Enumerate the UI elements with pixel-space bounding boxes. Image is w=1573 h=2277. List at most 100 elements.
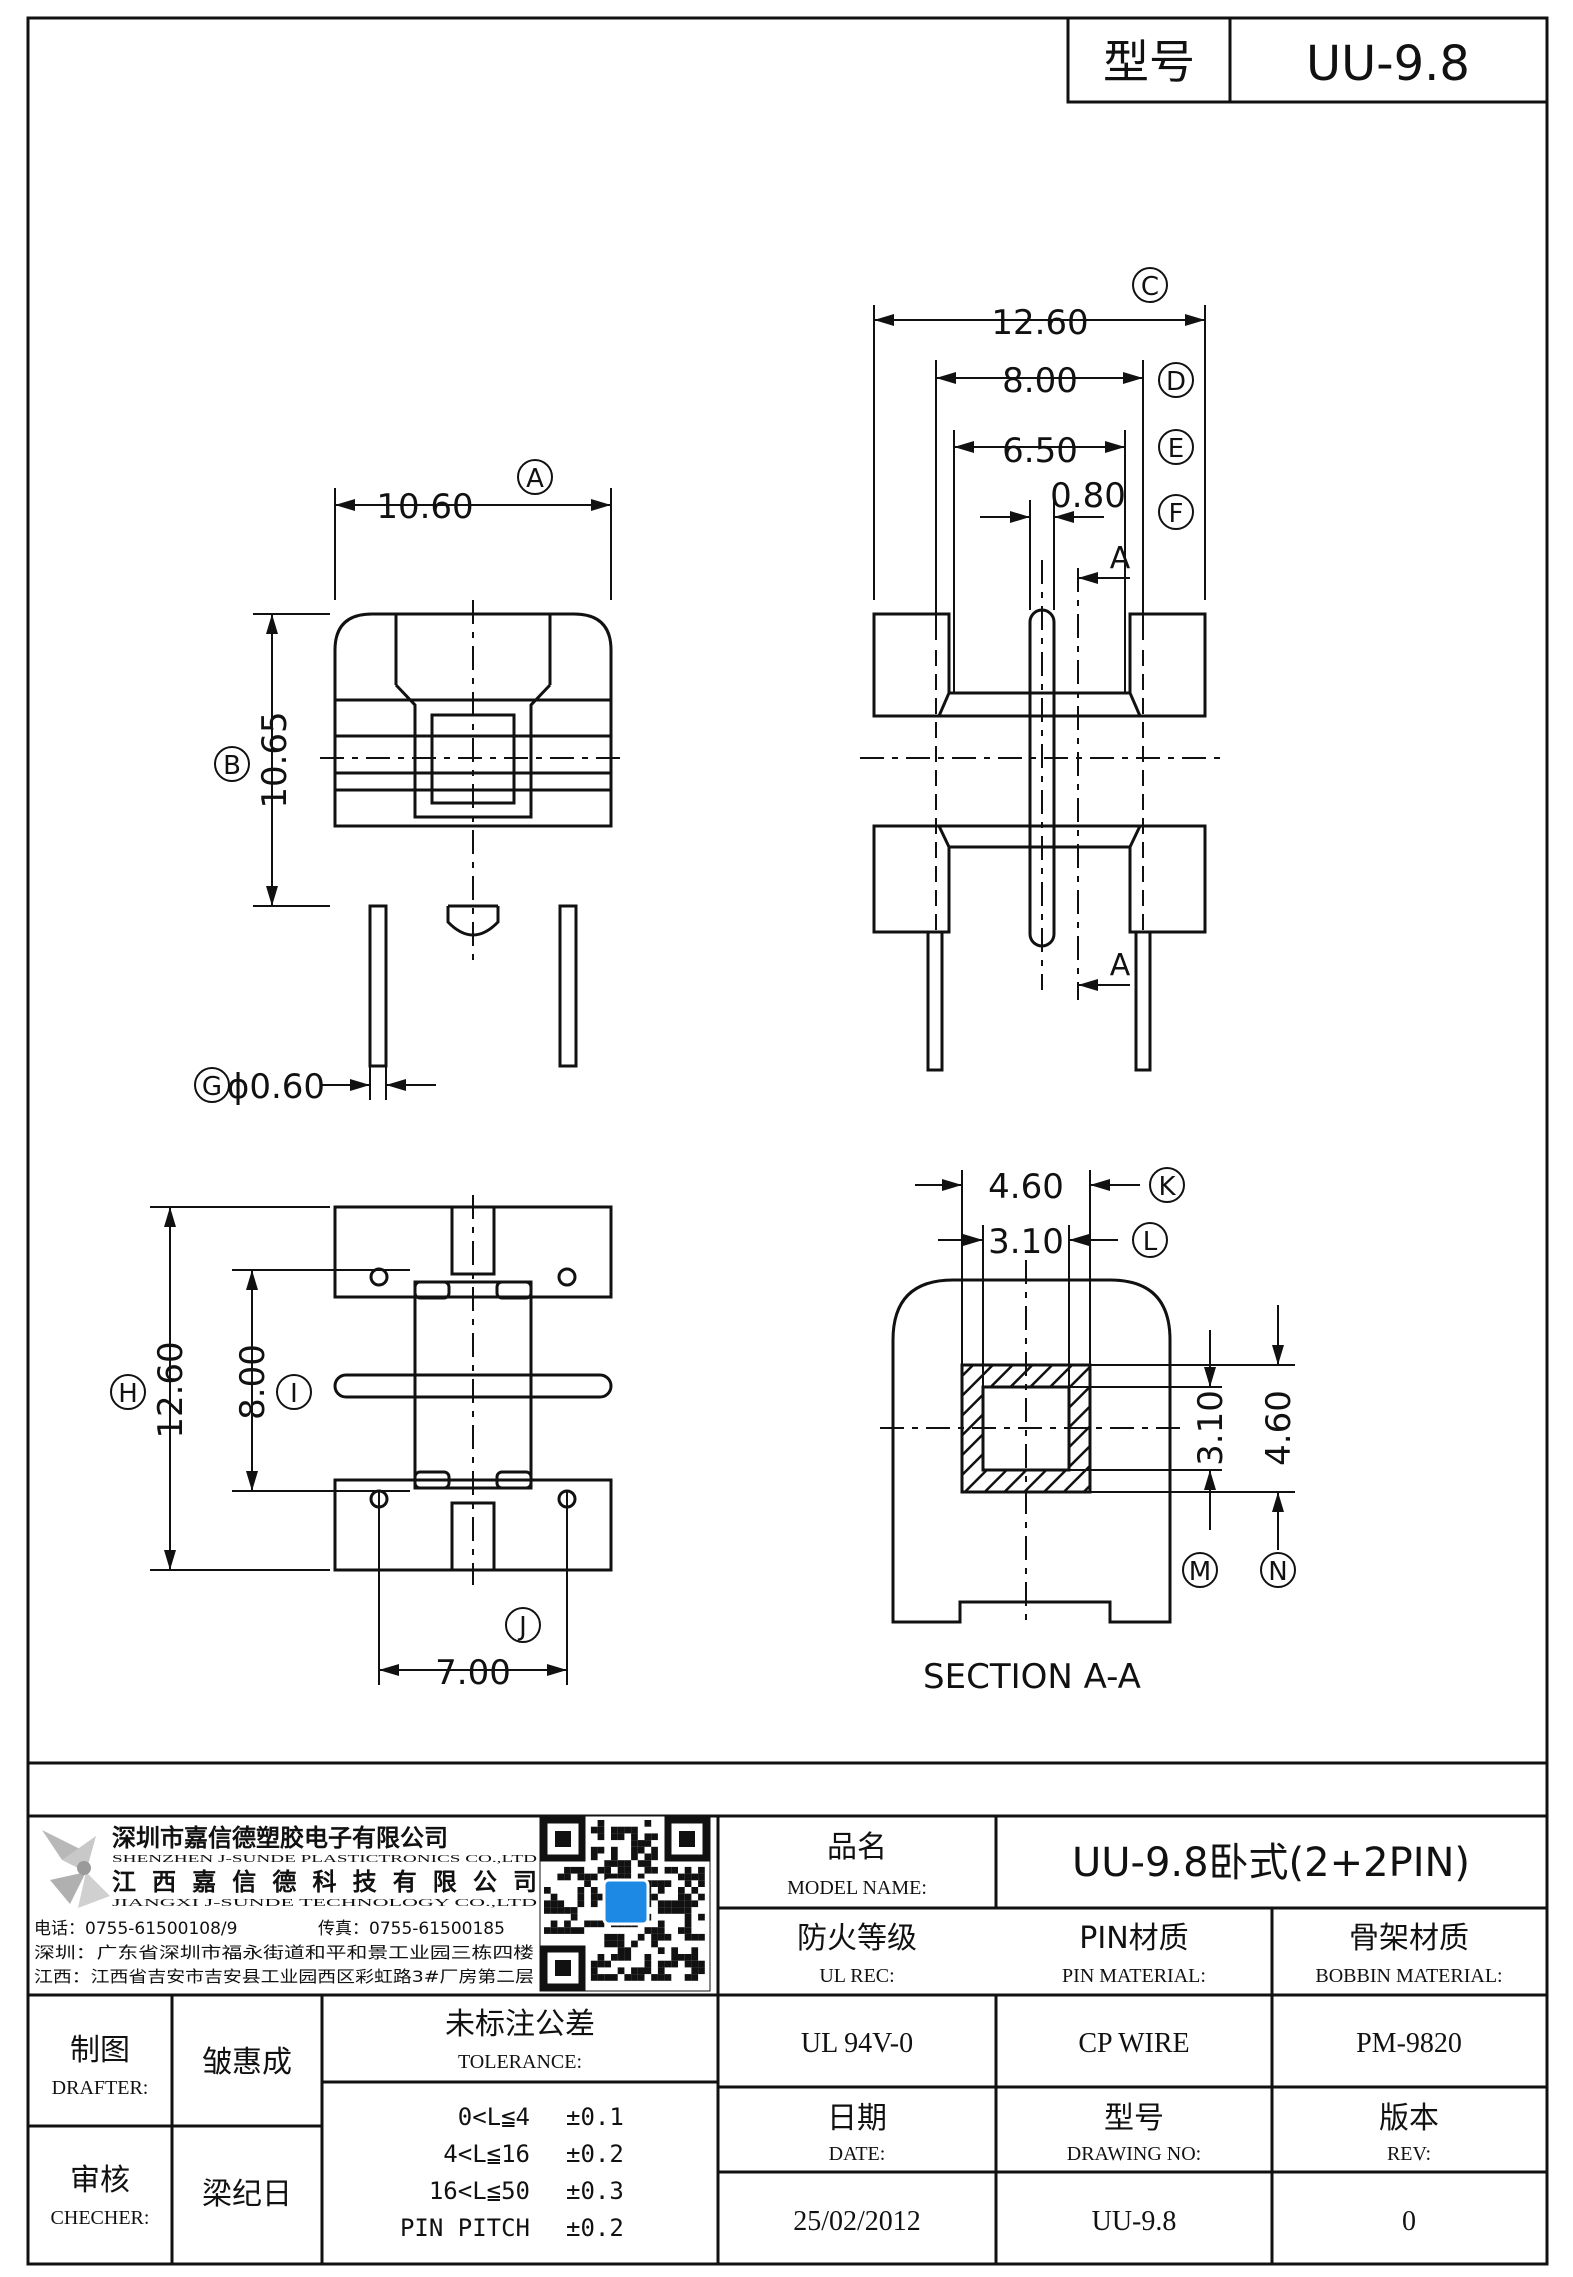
- qr-module: [671, 1900, 678, 1908]
- qr-module: [597, 1974, 605, 1981]
- qr-module: [691, 1873, 699, 1881]
- marker-e: E: [1158, 429, 1194, 465]
- side-view-right-flange-top: [1128, 612, 1207, 718]
- qr-module: [684, 1954, 692, 1961]
- qr-center-logo: [602, 1878, 650, 1926]
- qr-module: [651, 1974, 658, 1981]
- qr-module: [570, 1913, 578, 1921]
- marker-j: J: [505, 1607, 541, 1643]
- tolerance-value: ±0.3: [566, 2177, 624, 2205]
- company-name-jx-cn: 江西嘉信德科技有限公司: [112, 1868, 537, 1896]
- qr-module: [624, 1873, 632, 1881]
- qr-module: [617, 1833, 625, 1841]
- qr-module: [671, 1866, 678, 1874]
- dim-h-value: 12.60: [151, 1341, 191, 1438]
- qr-module: [664, 1960, 672, 1968]
- qr-module: [678, 1927, 685, 1934]
- ul-value: UL 94V-0: [801, 2028, 913, 2059]
- qr-module: [564, 1907, 571, 1914]
- qr-module: [651, 1880, 658, 1887]
- qr-module: [657, 1927, 665, 1934]
- qr-module: [597, 1820, 605, 1827]
- qr-module: [564, 1920, 571, 1928]
- header-model-box: 型号 UU-9.8: [1066, 16, 1549, 104]
- qr-module: [550, 1907, 558, 1914]
- dim-d-value: 8.00: [1002, 361, 1078, 401]
- qr-module: [651, 1866, 658, 1874]
- qr-module: [644, 1866, 652, 1874]
- sheet-border: [26, 16, 1549, 2266]
- qr-module: [678, 1900, 685, 1908]
- qr-module: [691, 1933, 699, 1941]
- qr-module: [678, 1954, 685, 1961]
- section-cut-label-bottom: A: [1110, 948, 1131, 983]
- bottom-view-dimensions: [150, 1206, 567, 1676]
- qr-module: [698, 1933, 705, 1941]
- qr-module: [637, 1967, 645, 1975]
- qr-module: [698, 1893, 705, 1901]
- dim-c-value: 12.60: [991, 303, 1088, 343]
- drafter-en: DRAFTER:: [52, 2077, 149, 2099]
- qr-module: [684, 1873, 692, 1881]
- qr-module: [651, 1927, 658, 1934]
- qr-module: [698, 1960, 705, 1968]
- bottom-view: [333, 1195, 613, 1685]
- qr-module: [590, 1846, 598, 1854]
- side-view-left-flange-bottom: [872, 824, 951, 934]
- qr-module: [590, 1893, 598, 1901]
- svg-text:B: B: [223, 751, 241, 781]
- qr-module: [644, 1967, 652, 1975]
- marker-i: I: [276, 1374, 312, 1410]
- qr-module: [684, 1880, 692, 1887]
- qr-module: [678, 1887, 685, 1894]
- qr-module: [617, 1954, 625, 1961]
- tolerance-range: 4<L≦16: [443, 2140, 530, 2168]
- qr-module: [691, 1954, 699, 1961]
- tolerance-range: PIN PITCH: [400, 2214, 530, 2242]
- qr-code: [539, 1815, 711, 1992]
- dim-a-value: 10.60: [376, 487, 473, 527]
- bobbin-material-value: PM-9820: [1356, 2028, 1462, 2059]
- company-phone: 电话：0755-61500108/9: [34, 1919, 237, 1939]
- date-value: 25/02/2012: [793, 2206, 921, 2237]
- model-name-cn: 品名: [827, 1830, 887, 1865]
- qr-module: [631, 1833, 638, 1841]
- qr-module: [657, 1900, 665, 1908]
- qr-module: [684, 1913, 692, 1921]
- qr-module: [644, 1927, 652, 1934]
- dim-j-value: 7.00: [435, 1653, 511, 1693]
- checker-name: 梁纪日: [202, 2177, 292, 2212]
- tolerance-range: 16<L≦50: [429, 2177, 530, 2205]
- qr-module: [550, 1927, 558, 1934]
- qr-module: [684, 1866, 692, 1874]
- qr-module: [644, 1853, 652, 1861]
- qr-module: [611, 1860, 618, 1867]
- section-title: SECTION A-A: [923, 1657, 1141, 1697]
- qr-module: [671, 1907, 678, 1914]
- pin-material-value: CP WIRE: [1078, 2028, 1189, 2059]
- qr-module: [624, 1826, 632, 1834]
- drawing-no-cn: 型号: [1104, 2101, 1164, 2136]
- qr-module: [590, 1900, 598, 1908]
- qr-module: [631, 1974, 638, 1981]
- qr-module: [651, 1940, 658, 1948]
- qr-module: [657, 1947, 665, 1954]
- marker-a: A: [517, 459, 553, 495]
- ul-rec-cn: 防火等级: [797, 1921, 917, 1956]
- qr-module: [564, 1866, 571, 1874]
- qr-module: [597, 1846, 605, 1854]
- qr-module: [584, 1880, 591, 1887]
- qr-module: [550, 1900, 558, 1908]
- qr-module: [657, 1960, 665, 1968]
- marker-f: F: [1158, 494, 1194, 530]
- qr-module: [698, 1873, 705, 1881]
- side-view-left-flange-top: [872, 612, 951, 718]
- section-a-a-view: [880, 1260, 1180, 1624]
- qr-module: [657, 1880, 665, 1887]
- qr-module: [611, 1954, 618, 1961]
- qr-module: [691, 1967, 699, 1975]
- qr-module: [590, 1920, 598, 1928]
- front-view-dimensions: [253, 488, 612, 1100]
- qr-module: [597, 1866, 605, 1874]
